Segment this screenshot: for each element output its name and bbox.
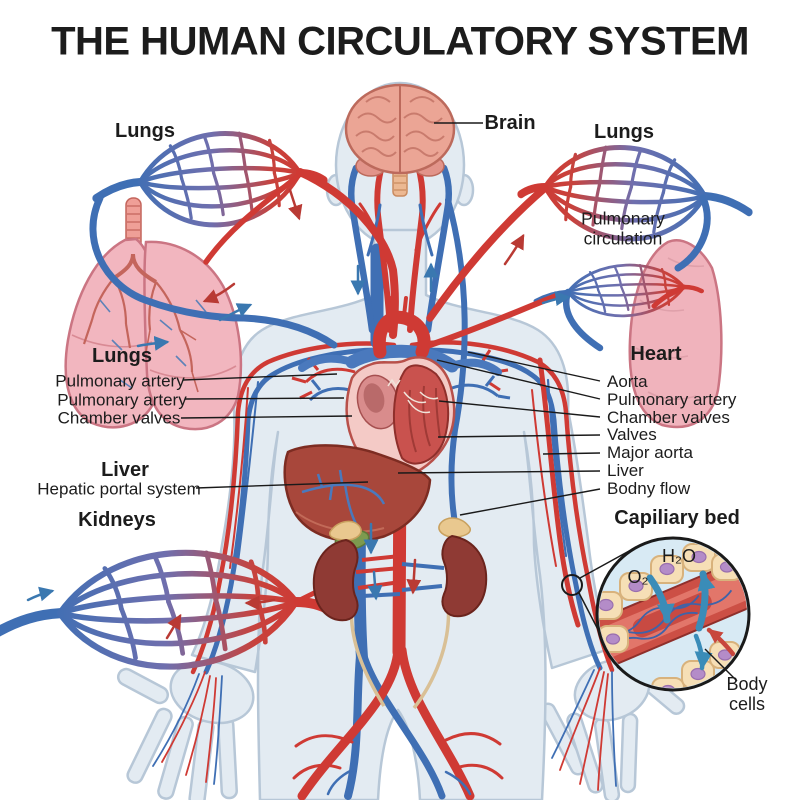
label-kidneys: Kidneys	[78, 508, 156, 531]
left-lungs-illustration	[64, 197, 243, 431]
heart-illustration	[291, 310, 511, 484]
neck-vessels	[347, 163, 453, 334]
label-valves: Valves	[607, 425, 657, 444]
label-pulmonary-artery-2: Pulmonary artery	[57, 390, 187, 410]
pulmonary-sweeps	[89, 168, 711, 352]
label-bodny-flow: Bodny flow	[607, 479, 691, 498]
label-pulmonary-artery-1: Pulmonary artery	[55, 371, 185, 391]
label-lungs-top-right: Lungs	[594, 120, 654, 143]
kidneys-illustration	[293, 517, 488, 710]
label-chamber-valves-right: Chamber valves	[607, 408, 730, 427]
left-hand	[116, 659, 255, 800]
leader-lines	[180, 122, 738, 682]
label-major-aorta: Major aorta	[607, 443, 693, 462]
label-pulmonary-artery-right: Pulmonary artery	[607, 390, 737, 409]
inset-arrows	[646, 570, 736, 671]
label-body-cells: Body cells	[726, 673, 768, 714]
label-h2o: H₂O	[662, 545, 696, 566]
label-chamber-valves-left: Chamber valves	[57, 408, 181, 428]
page-title: THE HUMAN CIRCULATORY SYSTEM	[51, 19, 749, 64]
magnifier-circle	[561, 574, 583, 596]
label-liver-right: Liver	[607, 461, 644, 480]
label-brain: Brain	[484, 111, 536, 134]
label-aorta: Aorta	[607, 372, 648, 391]
flow-arrows	[26, 188, 571, 640]
label-lungs-top-left: Lungs	[115, 119, 175, 142]
label-hepatic-portal-system: Hepatic portal system	[37, 479, 201, 499]
label-lungs-mid-left: Lungs	[92, 344, 152, 367]
brain-illustration	[344, 83, 456, 197]
right-lung-illustration	[628, 239, 723, 429]
label-o2: O₂	[627, 566, 649, 587]
label-pulmonary-circulation: Pulmonary circulation	[581, 208, 665, 248]
label-capillary-bed: Capiliary bed	[614, 506, 740, 529]
label-heart: Heart	[630, 342, 682, 365]
label-liver: Liver	[101, 458, 149, 481]
